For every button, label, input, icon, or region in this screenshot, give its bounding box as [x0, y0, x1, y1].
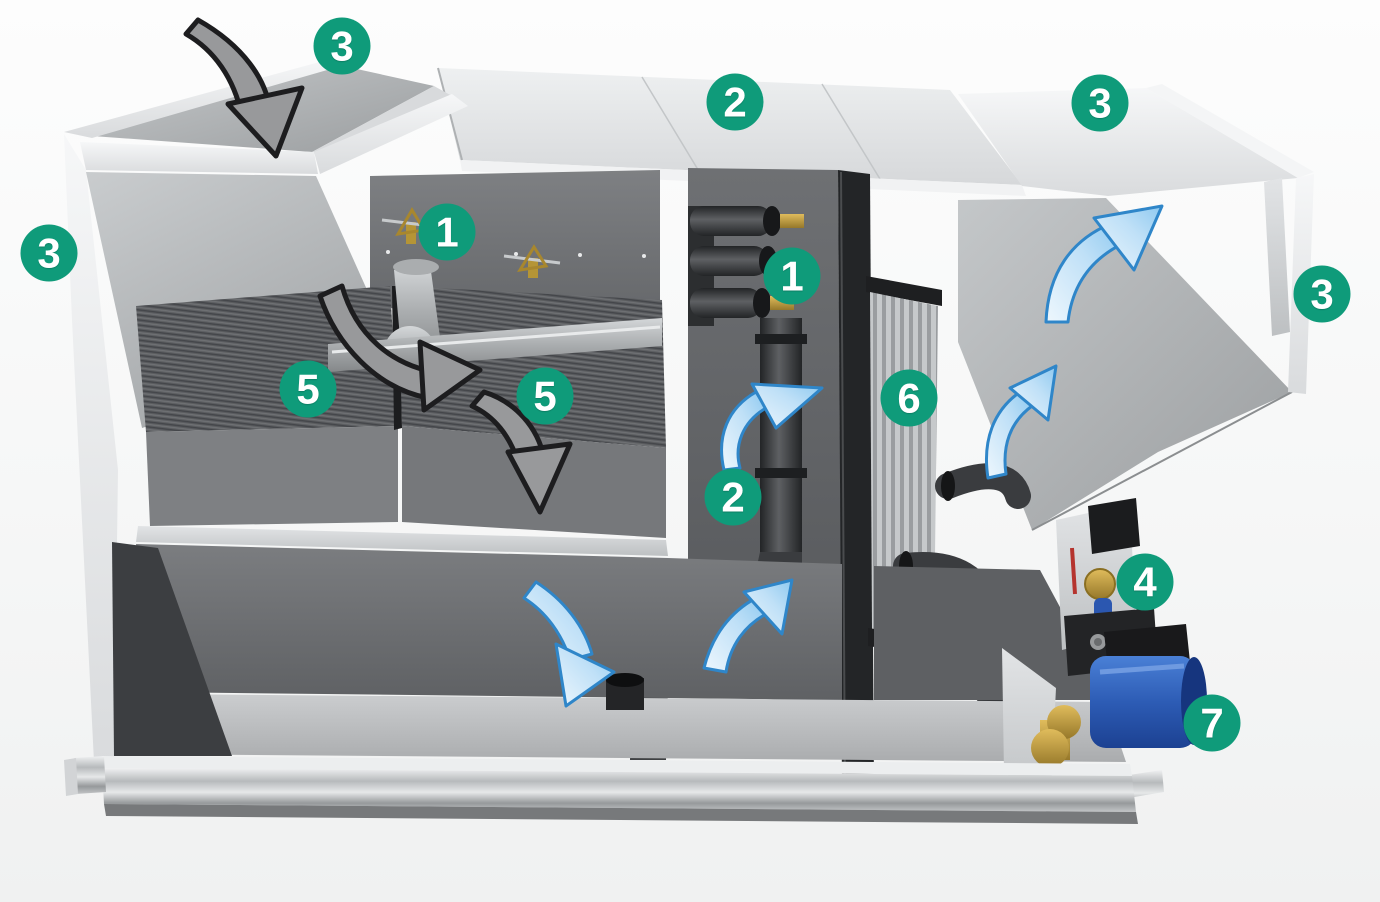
brass-fitting	[1084, 568, 1116, 600]
basin	[112, 542, 1126, 762]
fill-support-sill	[136, 526, 668, 556]
water-flow-arrows	[183, 17, 573, 515]
airflow-arrow-basin-down	[522, 580, 616, 708]
rail-stub-left	[74, 756, 106, 794]
air-inlet-hood	[64, 58, 468, 764]
divider-plate	[838, 170, 874, 792]
airflow-arrow-basin-up	[702, 578, 794, 674]
left-outer-wall	[64, 134, 118, 764]
nozzle-fitting	[780, 214, 804, 228]
nozzle-fitting	[776, 254, 800, 268]
spray-flow-arrow-right	[317, 283, 483, 413]
airflow-arrow-center	[720, 382, 824, 472]
spray-header-pipe	[328, 259, 662, 378]
water-inlet-arrow	[183, 17, 305, 159]
air-discharge-arrow	[1044, 204, 1164, 324]
spray-flow-arrow-down	[469, 389, 573, 515]
airflow-arrow-coil	[984, 364, 1058, 480]
spray-nozzle-icon	[503, 244, 561, 278]
airflow-arrows	[522, 204, 1164, 708]
hood-corner-post	[1264, 178, 1290, 336]
frame-rail	[64, 756, 1138, 824]
hood-right-flange	[1288, 174, 1314, 394]
valve-actuator	[1088, 498, 1140, 554]
nozzle-fitting	[770, 296, 794, 310]
discharge-hood	[958, 84, 1314, 531]
